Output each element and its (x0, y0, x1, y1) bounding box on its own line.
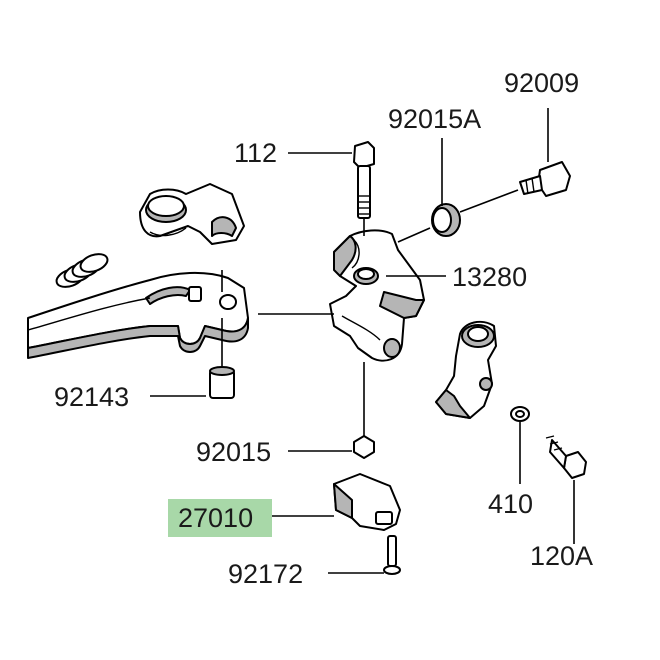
highlight-box-27010 (168, 499, 272, 537)
adjuster-bracket (139, 183, 245, 245)
return-spring (55, 253, 109, 288)
bolt-112 (353, 141, 375, 219)
label-92172: 92172 (228, 559, 303, 589)
label-410: 410 (488, 489, 533, 519)
bolt-92009 (519, 161, 571, 197)
lever (27, 271, 249, 359)
clamp-holder (435, 320, 497, 419)
label-92143: 92143 (54, 382, 129, 412)
nut-92015 (353, 435, 375, 459)
label-92015A: 92015A (388, 104, 481, 134)
label-27010: 27010 (178, 503, 253, 533)
bolt-120A (545, 435, 587, 479)
bracket-13280 (329, 229, 425, 362)
collar-92143 (209, 366, 235, 399)
label-92009: 92009 (504, 68, 579, 98)
switch-27010 (333, 473, 401, 531)
label-92015: 92015 (196, 437, 271, 467)
label-13280: 13280 (452, 262, 527, 292)
leader-lines (150, 108, 575, 574)
washer-92015A (431, 203, 461, 237)
label-112: 112 (234, 138, 277, 168)
label-120A: 120A (530, 541, 593, 571)
screw-92172 (383, 535, 401, 575)
